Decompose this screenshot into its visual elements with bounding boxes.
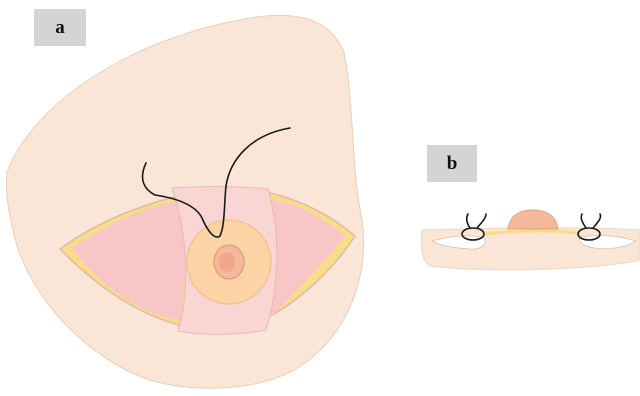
panel-a-drawing [6, 15, 363, 388]
panel-label-a: a [34, 9, 86, 46]
panel-b-drawing [421, 210, 640, 270]
nipple-areola-mound [508, 210, 558, 229]
nipple-highlight [219, 252, 235, 272]
panel-label-b: b [427, 145, 477, 182]
